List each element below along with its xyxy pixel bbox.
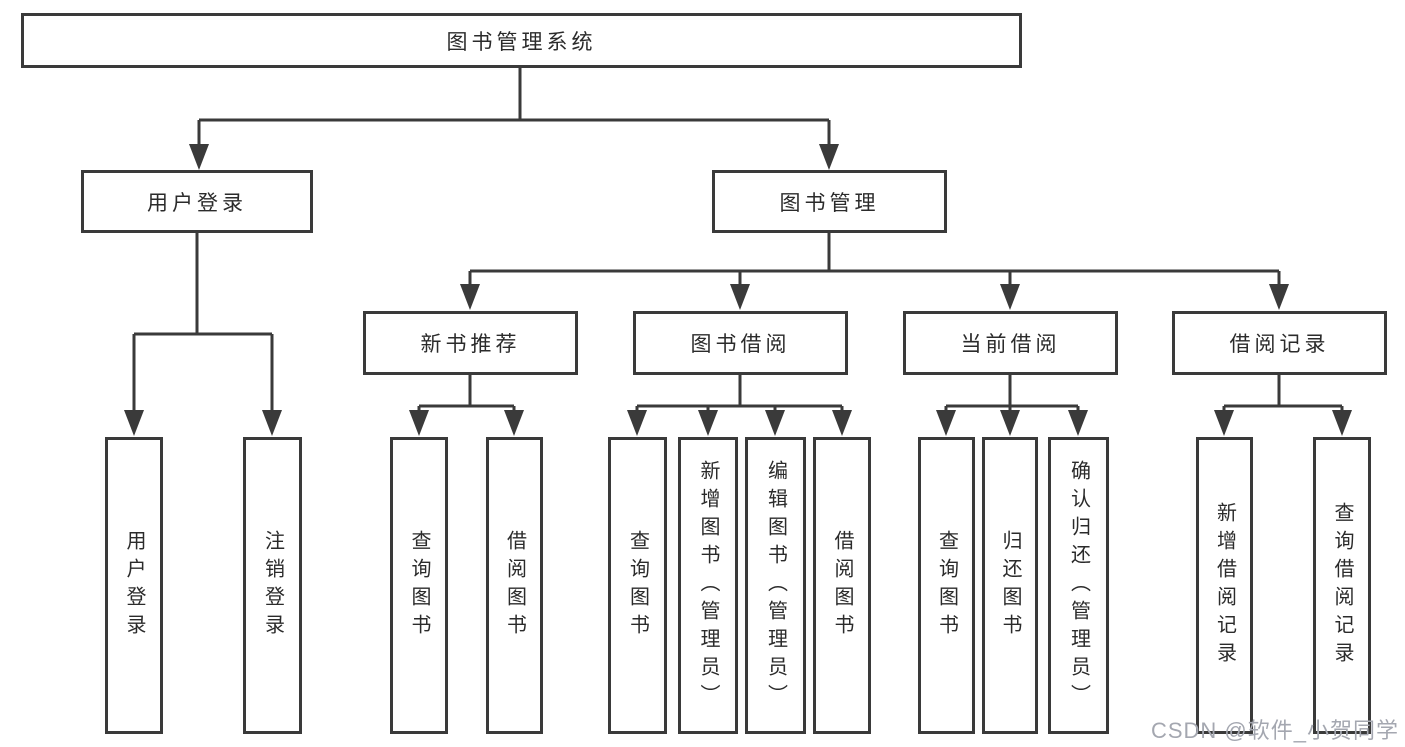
node-label: 借阅记录 [1229, 333, 1330, 356]
node-label: 注销登录 [261, 529, 284, 642]
leaf-edit-books-admin: 编辑图书（管理员） [745, 437, 806, 734]
arrowheads [124, 144, 1352, 436]
node-label: 编辑图书（管理员） [764, 459, 787, 712]
node-label: 图书管理系统 [446, 30, 597, 54]
leaf-add-books-admin: 新增图书（管理员） [678, 437, 738, 734]
node-label: 查询图书 [935, 529, 958, 642]
node-book-borrowing: 图书借阅 [633, 311, 848, 375]
node-label: 查询借阅记录 [1331, 501, 1353, 670]
node-label: 借阅图书 [831, 529, 853, 642]
leaf-query-books-recommend: 查询图书 [390, 437, 448, 734]
node-label: 图书管理 [779, 191, 880, 215]
leaf-borrow-books-borrowing: 借阅图书 [813, 437, 871, 734]
watermark-text: CSDN @软件_小贺同学 [1150, 718, 1399, 743]
leaf-add-borrow-record: 新增借阅记录 [1196, 437, 1253, 734]
node-label: 归还图书 [999, 529, 1021, 642]
node-current-borrowing: 当前借阅 [903, 311, 1118, 375]
node-label: 新增借阅记录 [1213, 501, 1236, 670]
node-book-management: 图书管理 [712, 170, 947, 233]
node-label: 新书推荐 [420, 333, 521, 356]
node-label: 查询图书 [626, 529, 649, 642]
node-label: 查询图书 [408, 529, 430, 642]
leaf-query-borrow-record: 查询借阅记录 [1313, 437, 1371, 734]
node-new-book-recommendation: 新书推荐 [363, 311, 578, 375]
node-label: 用户登录 [147, 191, 247, 215]
leaf-query-books-borrowing: 查询图书 [608, 437, 667, 734]
node-label: 用户登录 [123, 529, 145, 642]
node-label: 新增图书（管理员） [697, 459, 719, 712]
node-label: 图书借阅 [690, 333, 791, 356]
leaf-logout: 注销登录 [243, 437, 302, 734]
leaf-query-books-current: 查询图书 [918, 437, 975, 734]
leaf-borrow-books-recommend: 借阅图书 [486, 437, 543, 734]
node-user-login: 用户登录 [81, 170, 313, 233]
leaf-confirm-return-admin: 确认归还（管理员） [1048, 437, 1109, 734]
node-label: 当前借阅 [960, 333, 1061, 356]
node-label: 确认归还（管理员） [1067, 459, 1090, 712]
node-label: 借阅图书 [503, 529, 526, 642]
node-borrowing-records: 借阅记录 [1172, 311, 1387, 375]
node-library-management-system: 图书管理系统 [21, 13, 1022, 68]
leaf-return-books: 归还图书 [982, 437, 1038, 734]
leaf-user-login: 用户登录 [105, 437, 163, 734]
